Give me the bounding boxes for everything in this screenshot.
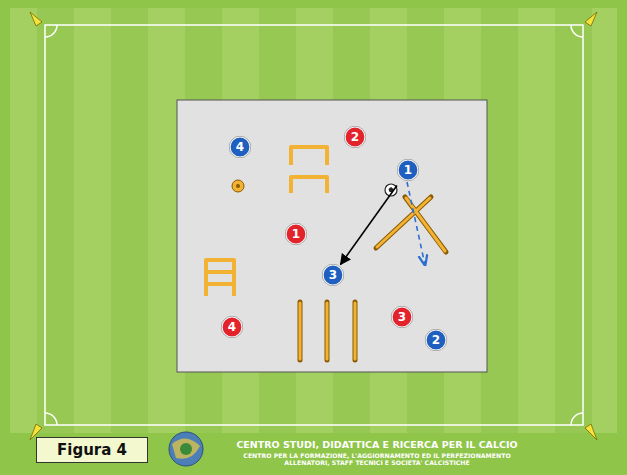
player-number: 3 <box>322 264 344 286</box>
player-marker: 1 <box>285 223 307 245</box>
player-number: 2 <box>425 329 447 351</box>
player-marker: 3 <box>391 306 413 328</box>
pole <box>300 197 446 360</box>
pass-arrow <box>341 185 397 264</box>
player-number: 3 <box>391 306 413 328</box>
run-arrow <box>407 182 425 265</box>
hurdle <box>206 147 327 296</box>
footer-text: CENTRO STUDI, DIDATTICA E RICERCA PER IL… <box>212 440 542 451</box>
drill-area <box>177 100 487 372</box>
caption: Figura 4 <box>57 441 127 459</box>
footer-text: CENTRO PER LA FORMAZIONE, L'AGGIORNAMENT… <box>232 452 522 466</box>
player-marker: 2 <box>425 329 447 351</box>
caption-box: Figura 4 <box>36 437 148 463</box>
player-marker: 1 <box>397 159 419 181</box>
logo <box>169 432 203 466</box>
player-number: 4 <box>221 316 243 338</box>
cone <box>232 180 244 192</box>
player-number: 1 <box>285 223 307 245</box>
player-marker: 3 <box>322 264 344 286</box>
player-number: 1 <box>397 159 419 181</box>
player-marker: 4 <box>221 316 243 338</box>
player-number: 4 <box>229 136 251 158</box>
player-marker: 2 <box>344 126 366 148</box>
player-number: 2 <box>344 126 366 148</box>
player-marker: 4 <box>229 136 251 158</box>
